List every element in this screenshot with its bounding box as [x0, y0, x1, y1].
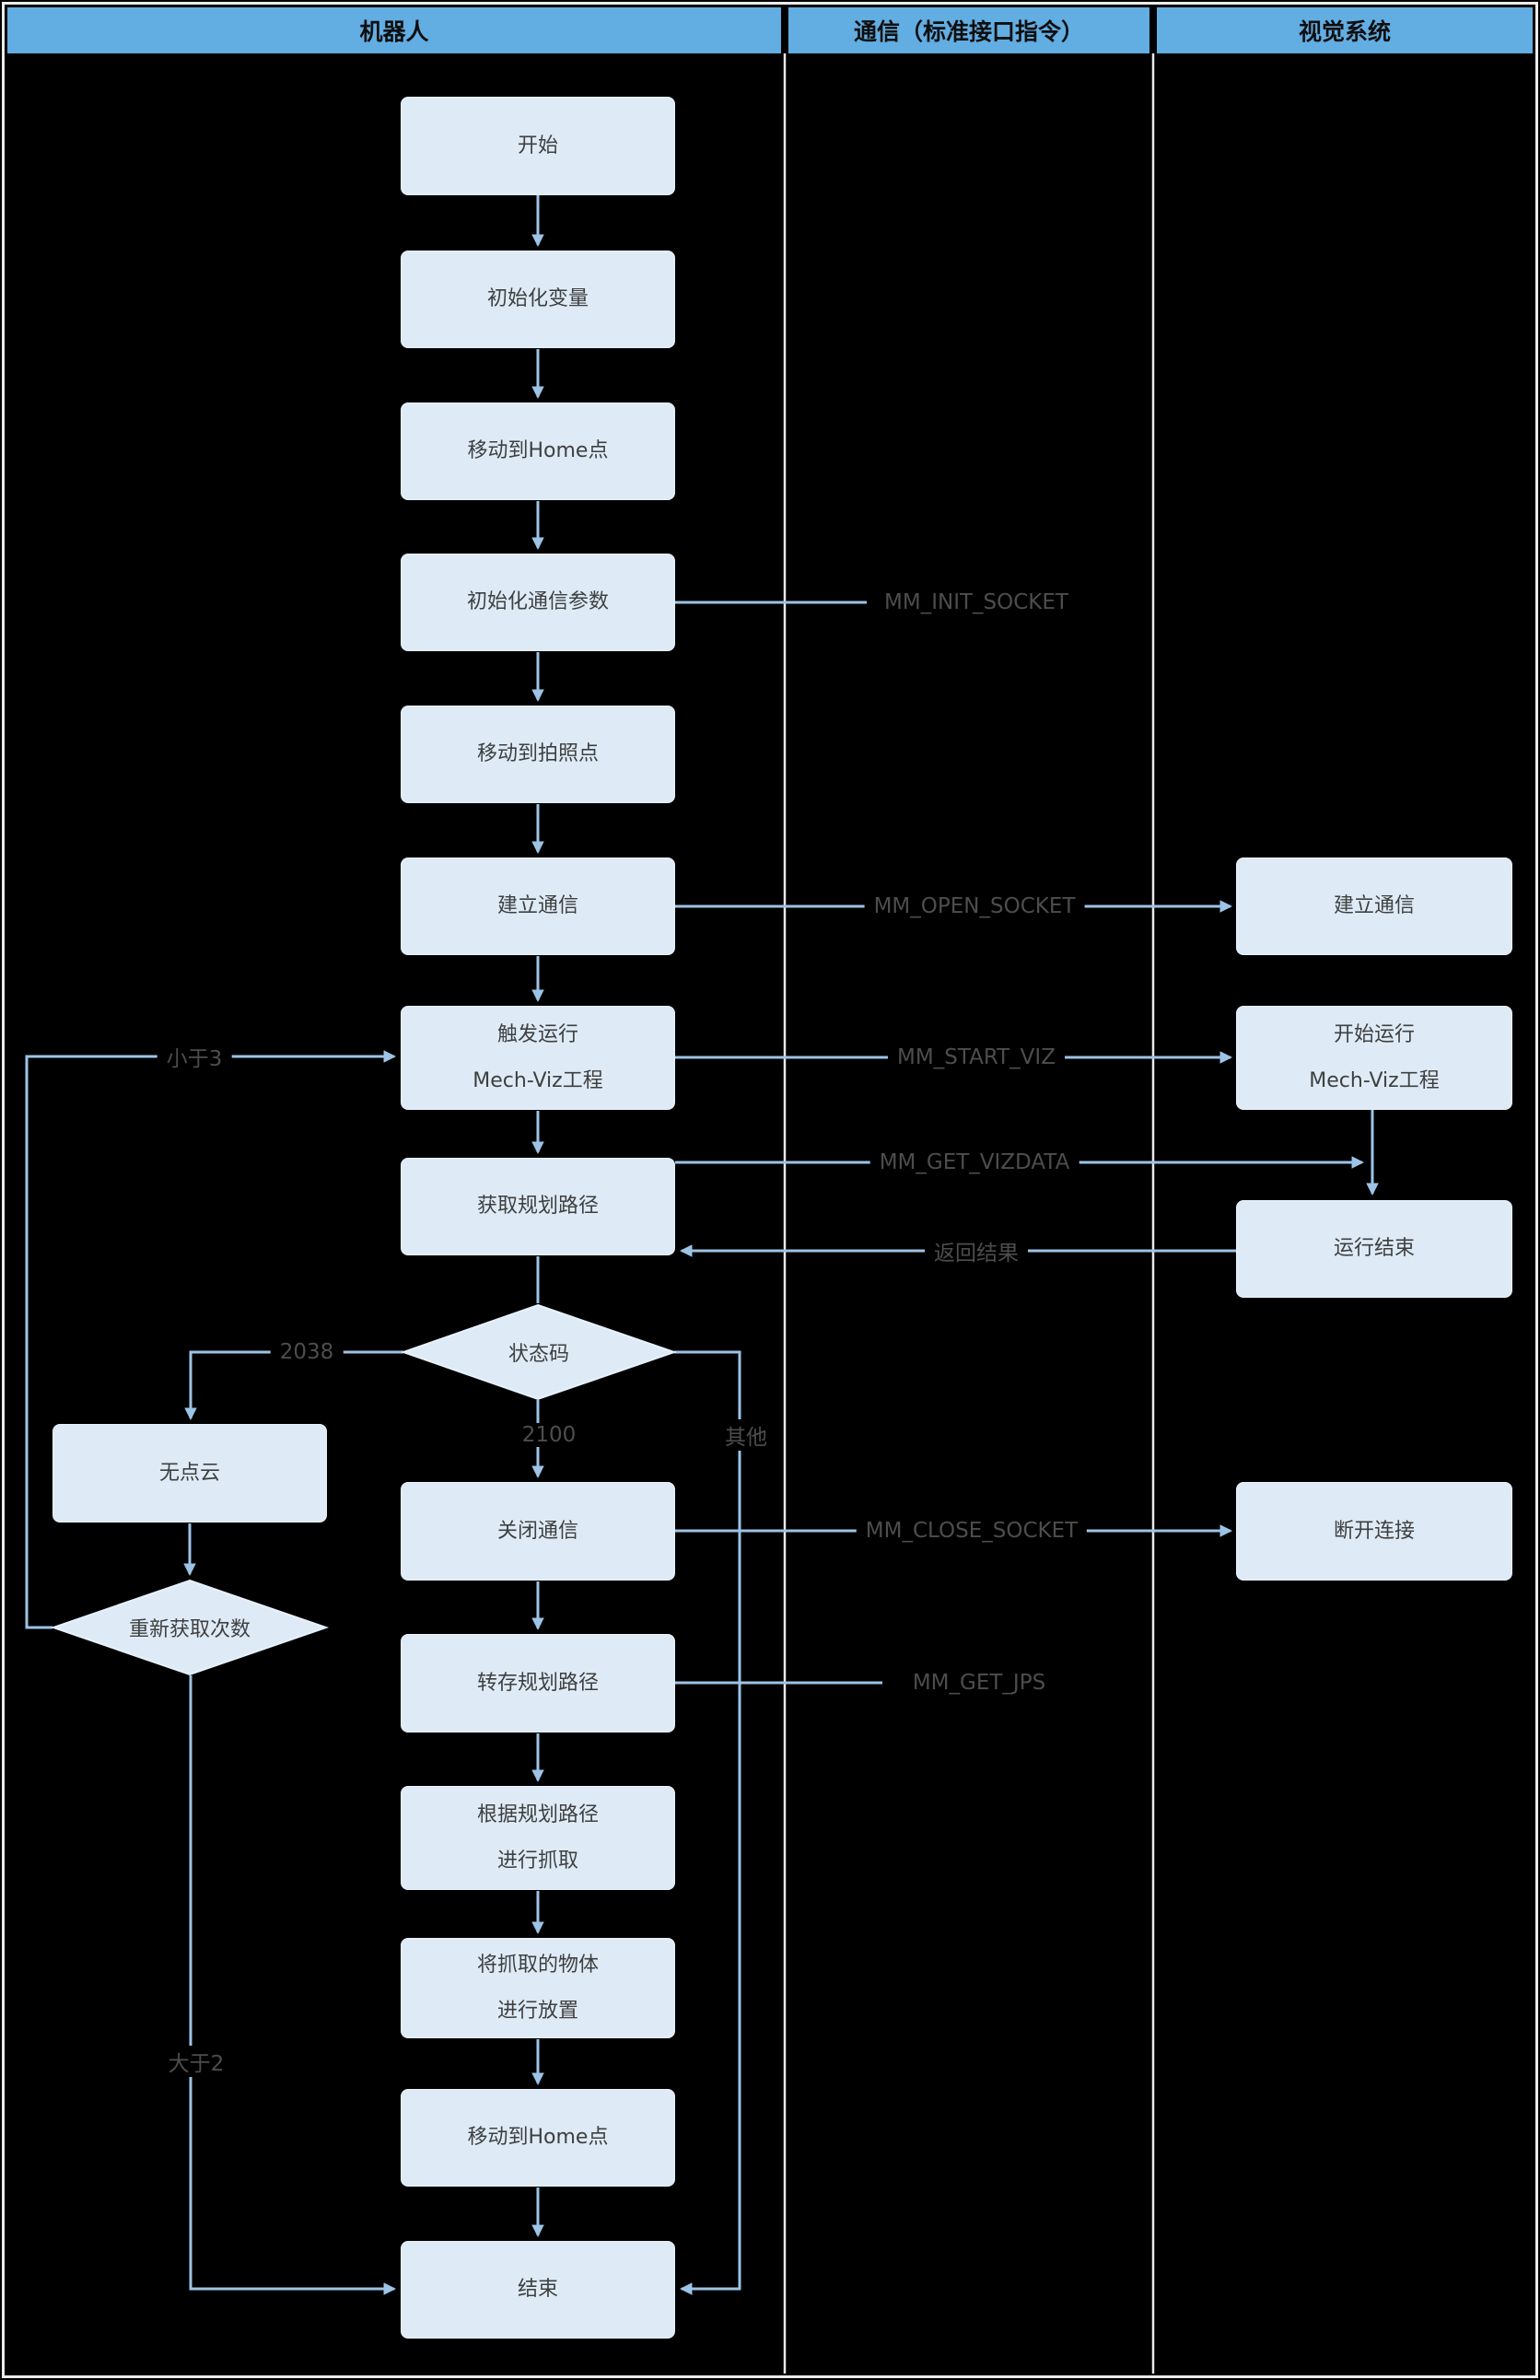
node-close-comm: 关闭通信 — [401, 1482, 675, 1581]
node-no-point-cloud: 无点云 — [52, 1424, 327, 1522]
edge-label-return-result: 返回结果 — [925, 1235, 1028, 1266]
node-init-comm-params: 初始化通信参数 — [401, 554, 675, 651]
edge-retry-end-gt2 — [189, 1675, 397, 2295]
edge-label-mm-start-viz: MM_START_VIZ — [888, 1045, 1065, 1069]
edge-label-2100: 2100 — [512, 1423, 586, 1447]
edge-label-mm-get-vizdata: MM_GET_VIZDATA — [869, 1150, 1079, 1174]
node-status-code: 状态码 — [508, 1343, 569, 1366]
node-vision-disconnect: 断开连接 — [1236, 1482, 1512, 1581]
edge-status-end-other — [674, 1350, 741, 2295]
lane-header-robot: 机器人 — [7, 7, 781, 53]
node-move-home-2: 移动到Home点 — [401, 2089, 675, 2187]
node-vision-start-viz: 开始运行 Mech-Viz工程 — [1236, 1006, 1512, 1110]
edge-label-other: 其他 — [716, 1419, 776, 1451]
edge-label-greater-than-2: 大于2 — [158, 2046, 234, 2077]
node-vision-run-finished: 运行结束 — [1236, 1200, 1512, 1298]
node-move-home-1: 移动到Home点 — [401, 402, 675, 500]
lane-header-vision-label: 视觉系统 — [1298, 18, 1391, 45]
node-trigger-viz: 触发运行 Mech-Viz工程 — [401, 1006, 675, 1110]
node-establish-comm: 建立通信 — [401, 858, 675, 955]
lane-header-vision: 视觉系统 — [1157, 7, 1533, 53]
node-save-path: 转存规划路径 — [401, 1634, 675, 1732]
status-code-diamond — [400, 1303, 678, 1401]
lane-header-robot-label: 机器人 — [359, 18, 429, 45]
node-place-object: 将抓取的物体 进行放置 — [401, 1938, 675, 2038]
lane-header-communication-label: 通信（标准接口指令） — [853, 18, 1084, 45]
edge-label-mm-get-jps: MM_GET_JPS — [903, 1671, 1056, 1695]
node-start: 开始 — [401, 97, 675, 195]
node-end: 结束 — [401, 2241, 675, 2339]
edge-label-mm-open-socket: MM_OPEN_SOCKET — [864, 894, 1085, 918]
lane-header-communication: 通信（标准接口指令） — [788, 7, 1149, 53]
retry-count-diamond — [50, 1579, 330, 1676]
node-init-vars: 初始化变量 — [401, 251, 675, 348]
edge-label-less-than-3: 小于3 — [157, 1041, 232, 1072]
node-move-capture-point: 移动到拍照点 — [401, 706, 675, 803]
edge-label-mm-close-socket: MM_CLOSE_SOCKET — [856, 1519, 1088, 1543]
node-retry-count: 重新获取次数 — [128, 1618, 251, 1641]
node-get-planned-path: 获取规划路径 — [401, 1158, 675, 1255]
node-vision-establish-comm: 建立通信 — [1236, 858, 1512, 955]
node-pick-by-path: 根据规划路径 进行抓取 — [401, 1786, 675, 1890]
edge-label-mm-init-socket: MM_INIT_SOCKET — [875, 590, 1078, 614]
edge-label-2038: 2038 — [270, 1340, 344, 1364]
